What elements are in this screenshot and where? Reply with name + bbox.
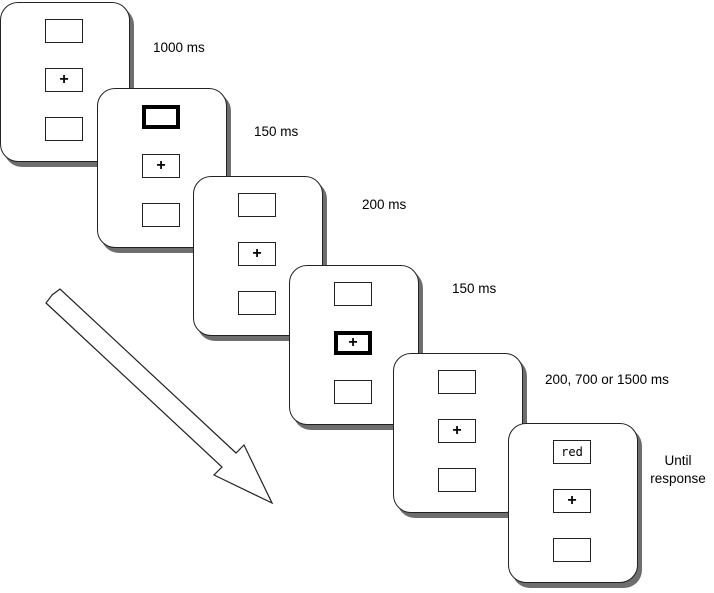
top-placeholder-box — [45, 19, 83, 43]
timing-label-6: Until response — [650, 453, 706, 486]
frame-card: + — [0, 2, 130, 162]
fixation-box: + — [238, 242, 276, 266]
trial-frame-3: + — [193, 176, 327, 341]
bottom-placeholder-box — [553, 538, 591, 562]
frame-card: + — [393, 353, 523, 513]
bottom-placeholder-box — [334, 380, 372, 404]
top-placeholder-box — [238, 193, 276, 217]
trial-frame-6: red + — [508, 423, 642, 588]
trial-frame-1: + — [0, 2, 134, 167]
fixation-box: + — [438, 419, 476, 443]
frame-card: red + — [508, 423, 638, 583]
target-word-box: red — [553, 440, 591, 464]
top-cued-box — [142, 105, 180, 129]
top-placeholder-box — [334, 282, 372, 306]
timing-label-2: 150 ms — [254, 124, 299, 139]
bottom-placeholder-box — [438, 468, 476, 492]
fixation-cued-box: + — [334, 331, 372, 355]
top-placeholder-box — [438, 370, 476, 394]
fixation-box: + — [45, 68, 83, 92]
bottom-placeholder-box — [238, 291, 276, 315]
timing-label-1: 1000 ms — [153, 40, 205, 55]
timing-label-3: 200 ms — [362, 197, 407, 212]
timing-label-5: 200, 700 or 1500 ms — [545, 372, 669, 387]
trial-frame-5: + — [393, 353, 527, 518]
fixation-box: + — [553, 489, 591, 513]
timing-label-4: 150 ms — [452, 281, 497, 296]
bottom-placeholder-box — [45, 117, 83, 141]
bottom-placeholder-box — [142, 203, 180, 227]
frame-card: + — [193, 176, 323, 336]
arrow-down-right-icon — [45, 288, 274, 505]
frame-card: + — [289, 265, 419, 425]
fixation-box: + — [142, 154, 180, 178]
